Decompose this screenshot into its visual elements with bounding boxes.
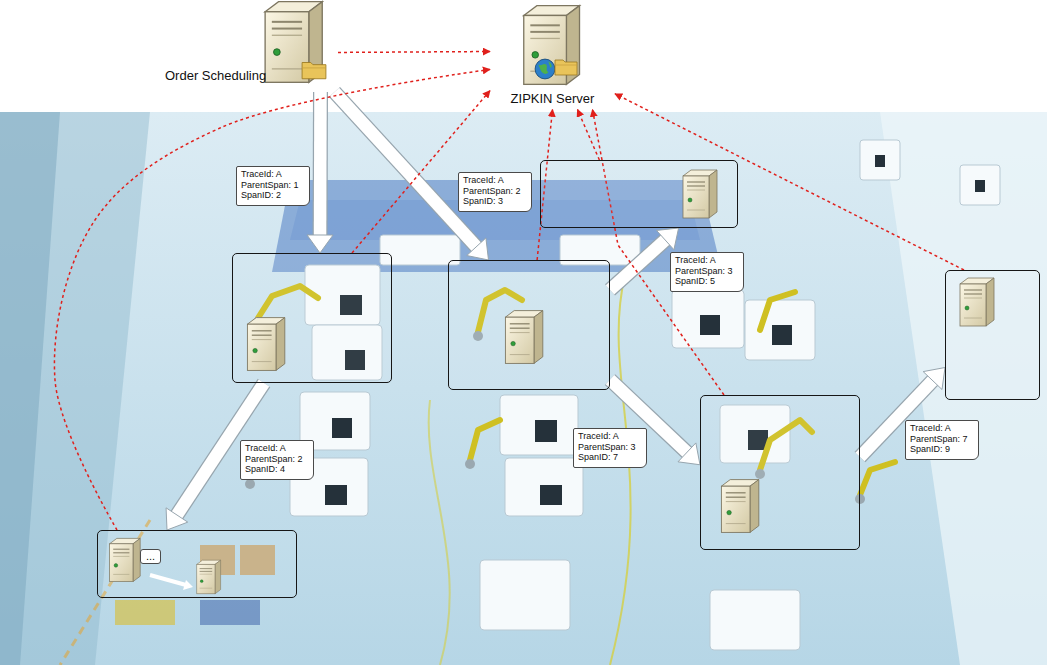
server-icon: [194, 559, 222, 595]
span-call-arrow: [307, 92, 333, 253]
machines: [290, 140, 1000, 650]
service-box: [448, 260, 610, 390]
trace-callout: TraceId: A ParentSpan: 2 SpanID: 3: [458, 172, 532, 212]
node-label: ZIPKIN Server: [511, 91, 595, 107]
server-icon: [501, 309, 545, 365]
arrow-head: [923, 368, 945, 390]
server-node: ZIPKIN Server: [490, 4, 615, 110]
server-icon: [106, 537, 142, 583]
machine-windows: [325, 155, 985, 505]
dotted-line: [54, 69, 490, 530]
node-label: Order Scheduling: [165, 68, 266, 84]
globe-icon: [534, 58, 556, 80]
trace-callout: TraceId: A ParentSpan: 7 SpanID: 9: [905, 420, 979, 460]
span-call-arrow: [610, 228, 679, 290]
ellipsis-callout: ...: [140, 549, 161, 564]
server-icon: [956, 277, 996, 327]
arrow-outline: [313, 92, 328, 236]
trace-callout: TraceId: A ParentSpan: 2 SpanID: 4: [240, 440, 314, 480]
server-icon: [243, 316, 287, 372]
service-box: [700, 395, 860, 550]
trace-callout: TraceId: A ParentSpan: 1 SpanID: 2: [236, 166, 310, 206]
folder-icon: [554, 56, 578, 76]
trace-report-line: [578, 110, 600, 160]
arrow-outline: [335, 92, 478, 247]
arrow-head: [678, 443, 700, 465]
service-box: [232, 253, 392, 383]
trace-report-line: [54, 69, 490, 530]
factory-floor: [0, 112, 1047, 665]
trace-callout: TraceId: A ParentSpan: 3 SpanID: 5: [670, 252, 744, 292]
server-node: Order Scheduling: [163, 0, 338, 92]
arrow-shaft: [314, 92, 327, 236]
trace-report-line: [338, 51, 490, 53]
arrow-shaft: [335, 92, 478, 247]
arrow-outline: [610, 239, 666, 290]
dotted-line: [578, 110, 600, 160]
service-box: [540, 160, 738, 228]
arrow-shaft: [610, 239, 666, 290]
service-box: [945, 270, 1040, 400]
arrow-head: [657, 228, 679, 250]
server-icon: [679, 169, 719, 219]
folder-icon: [301, 58, 327, 80]
arrow-head: [467, 238, 489, 260]
service-box: [97, 530, 297, 598]
trace-callout: TraceId: A ParentSpan: 3 SpanID: 7: [573, 428, 647, 468]
dotted-line: [338, 51, 490, 53]
server-icon: [717, 478, 761, 534]
arrow-head: [166, 508, 188, 530]
arrow-head: [307, 235, 333, 253]
